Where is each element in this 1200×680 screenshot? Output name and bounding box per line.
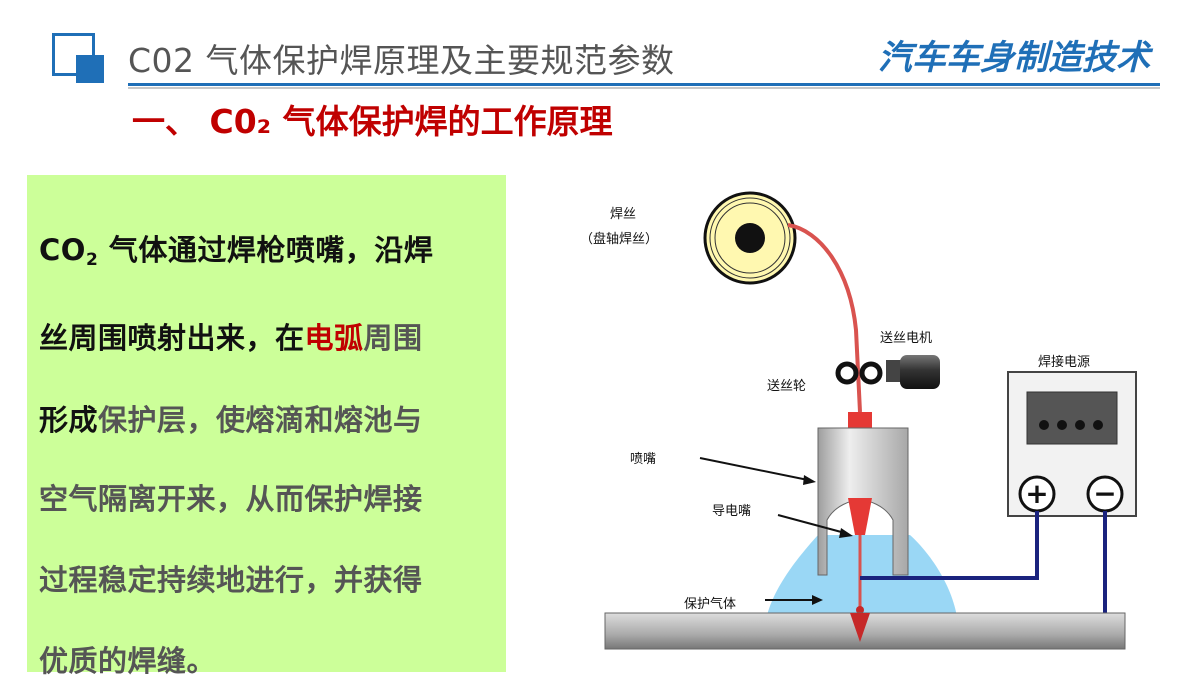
nozzle-label: 喷嘴: [630, 452, 656, 467]
wire-feed-roller: [835, 361, 883, 385]
nozzle: [817, 412, 909, 576]
logo-square-outline: [52, 33, 95, 76]
description-line-6: 优质的焊缝。: [39, 644, 217, 678]
description-panel: CO2 气体通过焊枪喷嘴，沿焊 丝周围喷射出来，在电弧周围 形成保护层，使熔滴和…: [27, 175, 506, 678]
wire-feed-motor: [886, 355, 940, 389]
feed-motor-label: 送丝电机: [880, 331, 932, 346]
feed-roller-label: 送丝轮: [767, 379, 806, 394]
description-line-3: 形成保护层，使熔滴和熔池与: [39, 403, 423, 437]
workpiece-plate: [604, 612, 1126, 650]
header-divider: [128, 83, 1160, 86]
welding-wire: [787, 223, 862, 413]
positive-terminal: +: [1018, 475, 1056, 513]
header-divider-shadow: [128, 87, 1160, 89]
contact-tip-arrow: [777, 514, 846, 534]
page-title: C02 气体保护焊原理及主要规范参数: [128, 41, 675, 80]
logo-square-fill: [76, 55, 104, 83]
negative-terminal: −: [1086, 475, 1124, 513]
description-line-2: 丝周围喷射出来，在电弧周围: [39, 321, 423, 355]
wire-label: 焊丝: [610, 206, 636, 222]
wire-sublabel: （盘轴焊丝）: [580, 231, 658, 247]
power-source-label: 焊接电源: [1038, 354, 1090, 370]
contact-tip-label: 导电嘴: [712, 504, 751, 519]
positive-cable: [860, 511, 1039, 580]
svg-text:+: +: [1025, 477, 1048, 510]
svg-text:−: −: [1093, 477, 1116, 510]
description-line-5: 过程稳定持续地进行，并获得: [39, 563, 423, 597]
description-line-4: 空气隔离开来，从而保护焊接: [39, 482, 423, 516]
course-name: 汽车车身制造技术: [878, 38, 1150, 78]
wire-spool: [703, 191, 797, 285]
description-line-1: CO2 气体通过焊枪喷嘴，沿焊: [39, 233, 434, 270]
shield-gas-label: 保护气体: [684, 596, 736, 612]
welding-diagram: 焊丝 （盘轴焊丝） 送丝电机 送丝轮 焊接电源 + −: [580, 191, 1137, 650]
section-heading: 一、 C0₂ 气体保护焊的工作原理: [132, 102, 613, 141]
nozzle-arrow: [699, 457, 809, 481]
